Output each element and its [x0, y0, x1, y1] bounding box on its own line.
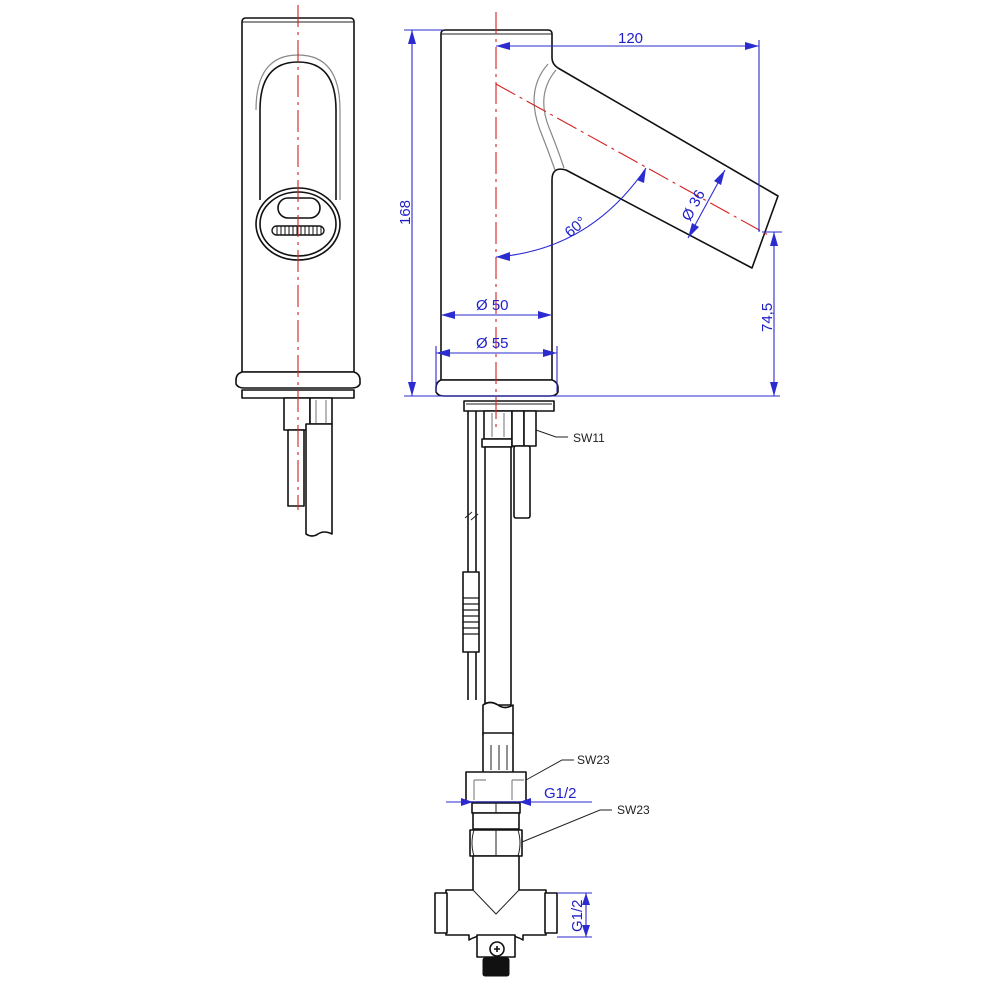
sensor-eye: [277, 197, 321, 219]
dim-base-diameter-55: Ø 55: [476, 335, 509, 352]
dim-thread-side-g1-2: G1/2: [569, 899, 586, 932]
dim-reach-120: 120: [618, 30, 643, 47]
leader-labels: SW11 SW23 SW23: [521, 429, 650, 843]
label-sw11: SW11: [573, 431, 605, 445]
dim-outlet-height-74-5: 74,5: [759, 303, 776, 332]
side-view: [434, 12, 779, 977]
label-sw23-lower: SW23: [617, 803, 650, 817]
label-sw23-upper: SW23: [577, 753, 610, 767]
front-view: [235, 5, 361, 537]
dim-body-diameter-50: Ø 50: [476, 297, 509, 314]
dim-spout-angle-60: 60°: [562, 213, 590, 241]
dim-height-168: 168: [397, 200, 414, 225]
dim-thread-upper-g1-2: G1/2: [544, 785, 577, 802]
